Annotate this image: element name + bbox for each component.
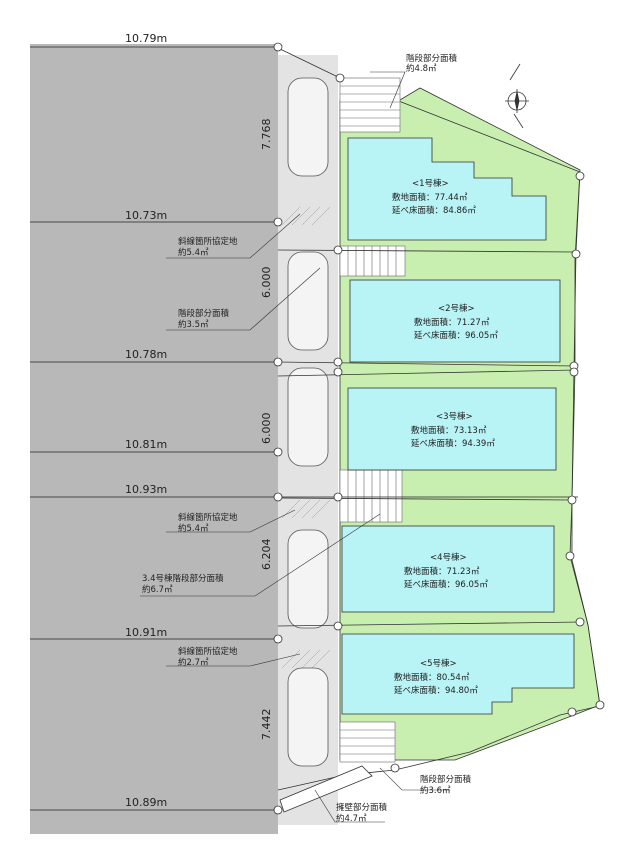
lot-2-site-area: 敷地面積：71.27㎡ — [414, 317, 490, 328]
lot-4-site-area: 敷地面積：71.23㎡ — [404, 566, 480, 577]
lot-1-floor-area: 延べ床面積：84.86㎡ — [392, 205, 476, 216]
width-label-2: 10.73m — [125, 209, 167, 222]
width-label-1: 10.79m — [125, 32, 167, 45]
stairs-note-1-area: 約4.8㎡ — [406, 63, 437, 74]
depth-label-1: 7.768 — [260, 119, 273, 151]
road-area — [30, 44, 278, 834]
width-label-4: 10.81m — [125, 438, 167, 451]
lot-1-name: <1号棟> — [412, 178, 449, 189]
width-label-5: 10.93m — [125, 483, 167, 496]
agreement-hatch — [281, 206, 331, 669]
stairs-5 — [339, 721, 396, 763]
house-5 — [341, 633, 575, 715]
stairs-note-2-area: 約3.5㎡ — [178, 319, 209, 330]
stairs-34 — [339, 469, 403, 523]
width-label-6: 10.91m — [125, 626, 167, 639]
lot-lines — [277, 249, 583, 627]
agreement-note-3-area: 約2.7㎡ — [178, 657, 209, 668]
agreement-note-3-title: 斜線箇所協定地 — [178, 646, 238, 657]
lot-3-floor-area: 延べ床面積：94.39㎡ — [411, 438, 495, 449]
site-boundary — [277, 47, 601, 791]
stairs-1 — [339, 77, 401, 133]
agreement-note-2-area: 約5.4㎡ — [178, 523, 209, 534]
agreement-note-1-area: 約5.4㎡ — [178, 247, 209, 258]
house-4 — [341, 525, 555, 613]
lot-1-site-area: 敷地面積：77.44㎡ — [392, 192, 468, 203]
depth-label-2: 6.000 — [260, 267, 273, 299]
lot-2-name: <2号棟> — [438, 303, 475, 314]
stairs-note-34-area: 約6.7㎡ — [142, 584, 173, 595]
stairs-note-1-title: 階段部分面積 — [406, 53, 458, 64]
leader-lines — [140, 71, 450, 823]
lot-5-name: <5号棟> — [420, 658, 457, 669]
lot-3-site-area: 敷地面積：73.13㎡ — [411, 425, 487, 436]
retaining-wall-note-title: 擁壁部分面積 — [336, 802, 388, 813]
lot-4-floor-area: 延べ床面積：96.05㎡ — [404, 579, 488, 590]
depth-label-5: 7.442 — [260, 709, 273, 741]
house-3 — [347, 387, 557, 471]
lot-5-floor-area: 延べ床面積：94.80㎡ — [394, 685, 478, 696]
width-label-7: 10.89m — [125, 796, 167, 809]
stairs-note-5-area: 約3.6㎡ — [420, 785, 451, 796]
house-1 — [347, 137, 547, 241]
depth-label-4: 6.204 — [260, 539, 273, 571]
stairs-note-2-title: 階段部分面積 — [178, 308, 230, 319]
retaining-wall-note-area: 約4.7㎡ — [336, 813, 367, 824]
parking-cars — [287, 77, 329, 767]
retaining-wall — [279, 765, 373, 813]
width-label-3: 10.78m — [125, 348, 167, 361]
stairs-note-5-title: 階段部分面積 — [420, 774, 472, 785]
boundary-markers — [273, 42, 605, 815]
agreement-note-2-title: 斜線箇所協定地 — [178, 512, 238, 523]
lot-4-name: <4号棟> — [430, 552, 467, 563]
lot-2-floor-area: 延べ床面積：96.05㎡ — [414, 330, 498, 341]
lot-3-name: <3号棟> — [436, 411, 473, 422]
agreement-note-1-title: 斜線箇所協定地 — [178, 236, 238, 247]
lot-5-site-area: 敷地面積：80.54㎡ — [394, 672, 470, 683]
stairs-note-34-title: 3.4号棟階段部分面積 — [142, 573, 224, 584]
house-2 — [349, 279, 561, 363]
dimension-lines — [30, 46, 578, 811]
compass-icon — [505, 63, 529, 129]
depth-label-3: 6.000 — [260, 413, 273, 445]
